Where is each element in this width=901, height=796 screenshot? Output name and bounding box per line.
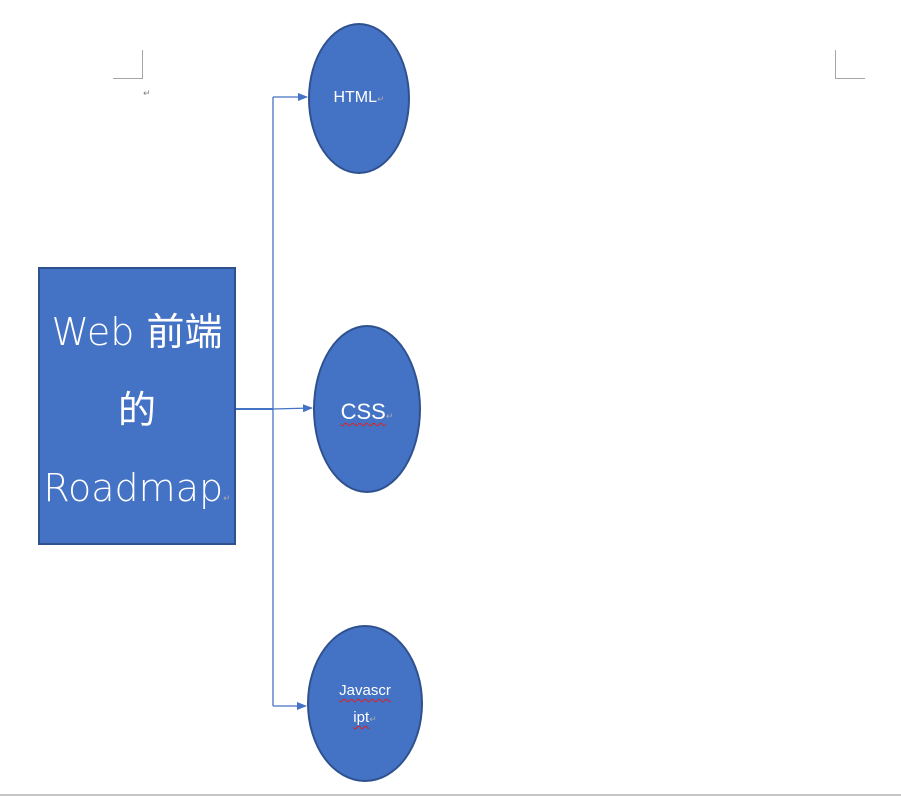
paragraph-mark-icon: ↵ [223,494,231,504]
node-javascript-label-row-2: ipt↵ [309,709,421,726]
root-label-line-3: Roadmap↵ [40,469,234,507]
paragraph-mark-icon: ↵ [143,88,151,98]
page-bottom-edge [0,794,901,796]
node-javascript-label-row-1: Javascr [309,682,421,699]
node-html-label: HTML [333,89,377,106]
node-html[interactable]: HTML↵ [308,23,410,174]
margin-corner-mark-left [113,50,143,79]
node-javascript-label-line-2: ipt [353,709,370,726]
paragraph-mark-icon: ↵ [385,411,394,421]
node-css-label: CSS [340,399,386,424]
node-html-label-row: HTML↵ [310,89,408,107]
root-label-line-1: Web 前端 [51,310,223,354]
paragraph-mark-icon: ↵ [369,714,377,724]
paragraph-mark-icon: ↵ [377,94,385,104]
node-css-label-row: CSS↵ [315,399,419,425]
root-node-web-frontend-roadmap[interactable]: Web 前端 的 Roadmap↵ [38,267,236,545]
margin-corner-mark-right [835,50,865,79]
node-javascript-label-line-1: Javascr [339,682,391,699]
node-css[interactable]: CSS↵ [313,325,421,493]
root-label-line-2: 的 [117,388,156,432]
connector-to-css [272,404,313,413]
node-javascript[interactable]: Javascr ipt↵ [307,625,423,782]
root-label-roadmap: Roadmap [43,466,224,510]
